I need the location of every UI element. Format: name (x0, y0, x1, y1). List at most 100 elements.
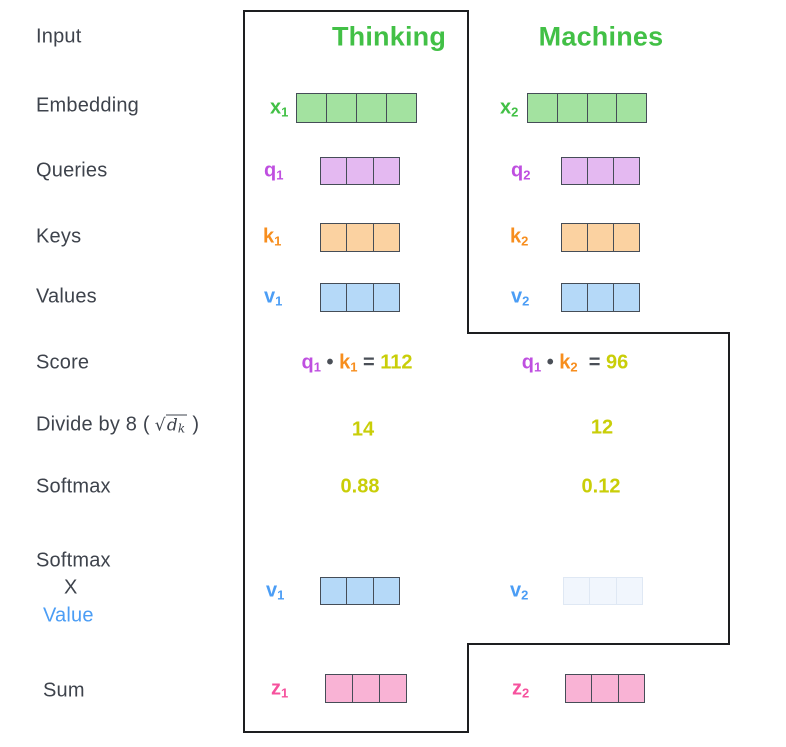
vector-v2-cell-3 (613, 284, 639, 311)
vector-v2b (563, 577, 643, 605)
sqrt-sign: √ (154, 415, 166, 436)
equation-subscript: 2 (570, 359, 578, 375)
equation-part: = (357, 351, 381, 374)
vector-q1-cell-2 (346, 158, 372, 184)
column-header-thinking: Thinking (331, 21, 447, 52)
vector-q1 (320, 157, 400, 185)
vector-v1b-cell-1 (321, 578, 346, 604)
vector-z1-cell-3 (379, 675, 406, 702)
divide-value-1: 14 (351, 418, 375, 441)
equation-part: q (521, 351, 534, 374)
softmax-value-1: 0.88 (340, 475, 380, 498)
score-equation-1: q1 • k1 = 112 (302, 352, 413, 375)
vector-v2b-cell-2 (589, 578, 615, 604)
vector-label-subscript: 2 (523, 167, 531, 183)
vector-label-subscript: 2 (521, 233, 529, 249)
equation-subscript: 1 (313, 359, 321, 375)
sqrt-radicand: dk (165, 414, 188, 436)
sqrt-dk-formula: √dk (154, 414, 188, 436)
vector-k1-cell-3 (372, 224, 399, 251)
vector-q2-cell-2 (587, 158, 613, 184)
math-sub-k: k (177, 421, 186, 436)
equation-part: = (577, 351, 607, 374)
equation-subscript: 1 (350, 359, 358, 375)
vector-v2-cell-1 (562, 284, 587, 311)
vector-k2 (561, 223, 640, 252)
vector-v1b (320, 577, 400, 605)
equation-part: 96 (606, 351, 629, 374)
equation-part: k (559, 351, 571, 374)
vector-z2 (565, 674, 645, 703)
vector-k2-cell-1 (562, 224, 587, 251)
vector-v2b-cell-3 (615, 578, 642, 604)
softmax-value-2: 0.12 (581, 475, 621, 498)
vector-x2-cell-4 (616, 94, 646, 122)
vector-z1-cell-2 (352, 675, 379, 702)
vector-label-k1: k1 (263, 225, 282, 249)
vector-x2-cell-2 (556, 94, 587, 122)
vector-k1-cell-1 (321, 224, 346, 251)
row-label-score: Score (36, 351, 90, 374)
vector-k2-cell-2 (587, 224, 613, 251)
math-letter-d: d (166, 415, 178, 436)
vector-q1-cell-3 (372, 158, 399, 184)
equation-subscript: 1 (533, 359, 542, 375)
vector-label-subscript: 2 (511, 104, 519, 120)
vector-v2-cell-2 (587, 284, 613, 311)
vector-q1-cell-1 (321, 158, 346, 184)
divide-label-suffix: ) (192, 413, 200, 436)
row-label-values: Values (36, 285, 97, 308)
vector-label-subscript: 1 (276, 167, 284, 183)
vector-k2-cell-3 (613, 224, 639, 251)
vector-x1-cell-2 (326, 94, 356, 122)
vector-label-x2: x2 (500, 96, 519, 120)
vector-v1-cell-3 (372, 284, 399, 311)
vector-k1-cell-2 (346, 224, 372, 251)
vector-label-q2: q2 (511, 159, 531, 183)
row-label-sum: Sum (43, 679, 85, 702)
vector-label-k2: k2 (510, 225, 529, 249)
vector-q2-cell-3 (613, 158, 639, 184)
vector-v1 (320, 283, 400, 312)
row-label-input: Input (36, 25, 82, 48)
row-label-divide: Divide by 8 (√dk) (36, 414, 199, 437)
vector-x1-cell-1 (297, 94, 326, 122)
vector-label-v1b: v1 (266, 579, 285, 603)
vector-v1b-cell-2 (346, 578, 372, 604)
vector-v2 (561, 283, 640, 312)
vector-z1-cell-1 (326, 675, 352, 702)
vector-label-q1: q1 (264, 159, 284, 183)
vector-z2-cell-1 (566, 675, 591, 702)
vector-q2 (561, 157, 640, 185)
equation-part: k (339, 351, 351, 374)
vector-label-subscript: 2 (522, 685, 530, 701)
vector-label-subscript: 1 (277, 587, 285, 603)
vector-x1 (296, 93, 417, 123)
vector-z1 (325, 674, 407, 703)
row-label-softmax-x-value-line3: Value (43, 604, 94, 627)
vector-label-subscript: 2 (522, 293, 530, 309)
vector-label-z2: z2 (512, 677, 530, 701)
vector-x2-cell-3 (586, 94, 617, 122)
vector-x2 (527, 93, 647, 123)
vector-label-subscript: 1 (281, 685, 289, 701)
equation-part: • (541, 351, 560, 374)
vector-q2-cell-1 (562, 158, 587, 184)
vector-label-subscript: 2 (521, 587, 529, 603)
row-label-softmax-x-value-line2: X (64, 576, 78, 599)
vector-label-subscript: 1 (274, 233, 282, 249)
vector-label-v2: v2 (511, 285, 530, 309)
vector-label-v1: v1 (264, 285, 283, 309)
vector-label-x1: x1 (270, 96, 289, 120)
vector-v1b-cell-3 (372, 578, 399, 604)
vector-z2-cell-3 (617, 675, 644, 702)
row-label-softmax: Softmax (36, 475, 111, 498)
divide-value-2: 12 (590, 416, 614, 439)
row-label-embedding: Embedding (36, 94, 139, 117)
vector-z2-cell-2 (591, 675, 617, 702)
score-equation-2: q1 • k2 = 96 (522, 352, 629, 375)
equation-part: • (320, 351, 340, 374)
vector-label-subscript: 1 (275, 293, 283, 309)
equation-part: 112 (380, 351, 413, 374)
vector-v1-cell-1 (321, 284, 346, 311)
